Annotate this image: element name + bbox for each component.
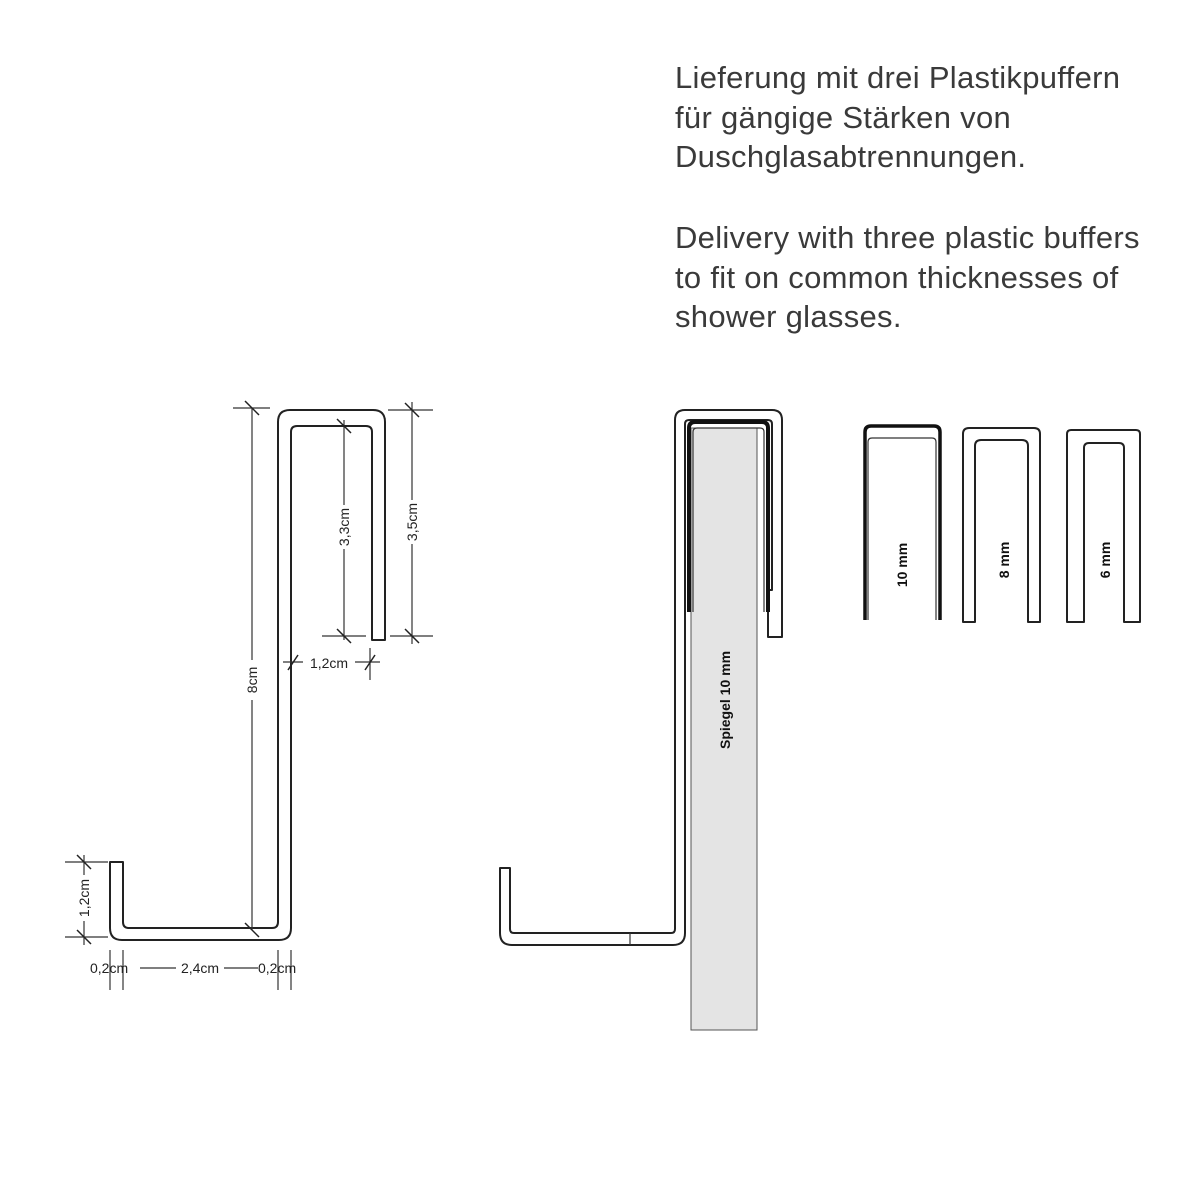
dimension-3-3cm: 3,3cm xyxy=(322,418,366,644)
buffer-label-6mm: 6 mm xyxy=(1097,542,1113,579)
english-description: Delivery with three plastic buffers to f… xyxy=(675,218,1140,337)
mirror-glass xyxy=(690,427,758,1031)
english-line-3: shower glasses. xyxy=(675,299,902,334)
hook-profile-mounted xyxy=(499,409,783,946)
buffer-label-8mm: 8 mm xyxy=(996,542,1012,579)
german-line-3: Duschglasabtrennungen. xyxy=(675,139,1027,174)
dim-label-1-2cm-lip: 1,2cm xyxy=(76,879,92,917)
mounted-hook-drawing: Spiegel 10 mm xyxy=(499,409,783,1031)
dim-label-2-4cm: 2,4cm xyxy=(181,960,219,976)
german-line-2: für gängige Stärken von xyxy=(675,99,1012,135)
english-line-2: to fit on common thicknesses of xyxy=(675,259,1119,295)
dimension-1-2cm-top: 1,2cm xyxy=(283,648,380,680)
buffer-on-glass xyxy=(687,420,770,612)
buffer-8mm: 8 mm xyxy=(962,427,1041,623)
dim-label-0-2cm-left: 0,2cm xyxy=(90,960,128,976)
dim-label-8cm: 8cm xyxy=(244,667,260,693)
dim-label-0-2cm-right: 0,2cm xyxy=(258,960,296,976)
hook-profile xyxy=(109,409,386,941)
german-line-1: Lieferung mit drei Plastikpuffern xyxy=(675,60,1121,95)
dimension-1-2cm-lip: 1,2cm xyxy=(65,854,108,945)
dimension-3-5cm: 3,5cm xyxy=(388,402,433,644)
buffer-6mm: 6 mm xyxy=(1066,429,1141,623)
dimensioned-hook-drawing: 8cm 3,3cm 3,5cm 1,2cm xyxy=(65,400,433,990)
buffer-10mm: 10 mm xyxy=(863,424,942,620)
english-line-1: Delivery with three plastic buffers xyxy=(675,220,1140,255)
buffer-label-10mm: 10 mm xyxy=(894,543,910,587)
dimension-bottom: 0,2cm 2,4cm 0,2cm xyxy=(90,950,296,990)
dim-label-3-3cm: 3,3cm xyxy=(336,508,352,546)
glass-label: Spiegel 10 mm xyxy=(717,651,733,749)
german-description: Lieferung mit drei Plastikpuffern für gä… xyxy=(675,58,1120,177)
dimension-8cm: 8cm xyxy=(233,400,270,938)
dim-label-3-5cm: 3,5cm xyxy=(404,503,420,541)
dim-label-1-2cm-top: 1,2cm xyxy=(310,655,348,671)
